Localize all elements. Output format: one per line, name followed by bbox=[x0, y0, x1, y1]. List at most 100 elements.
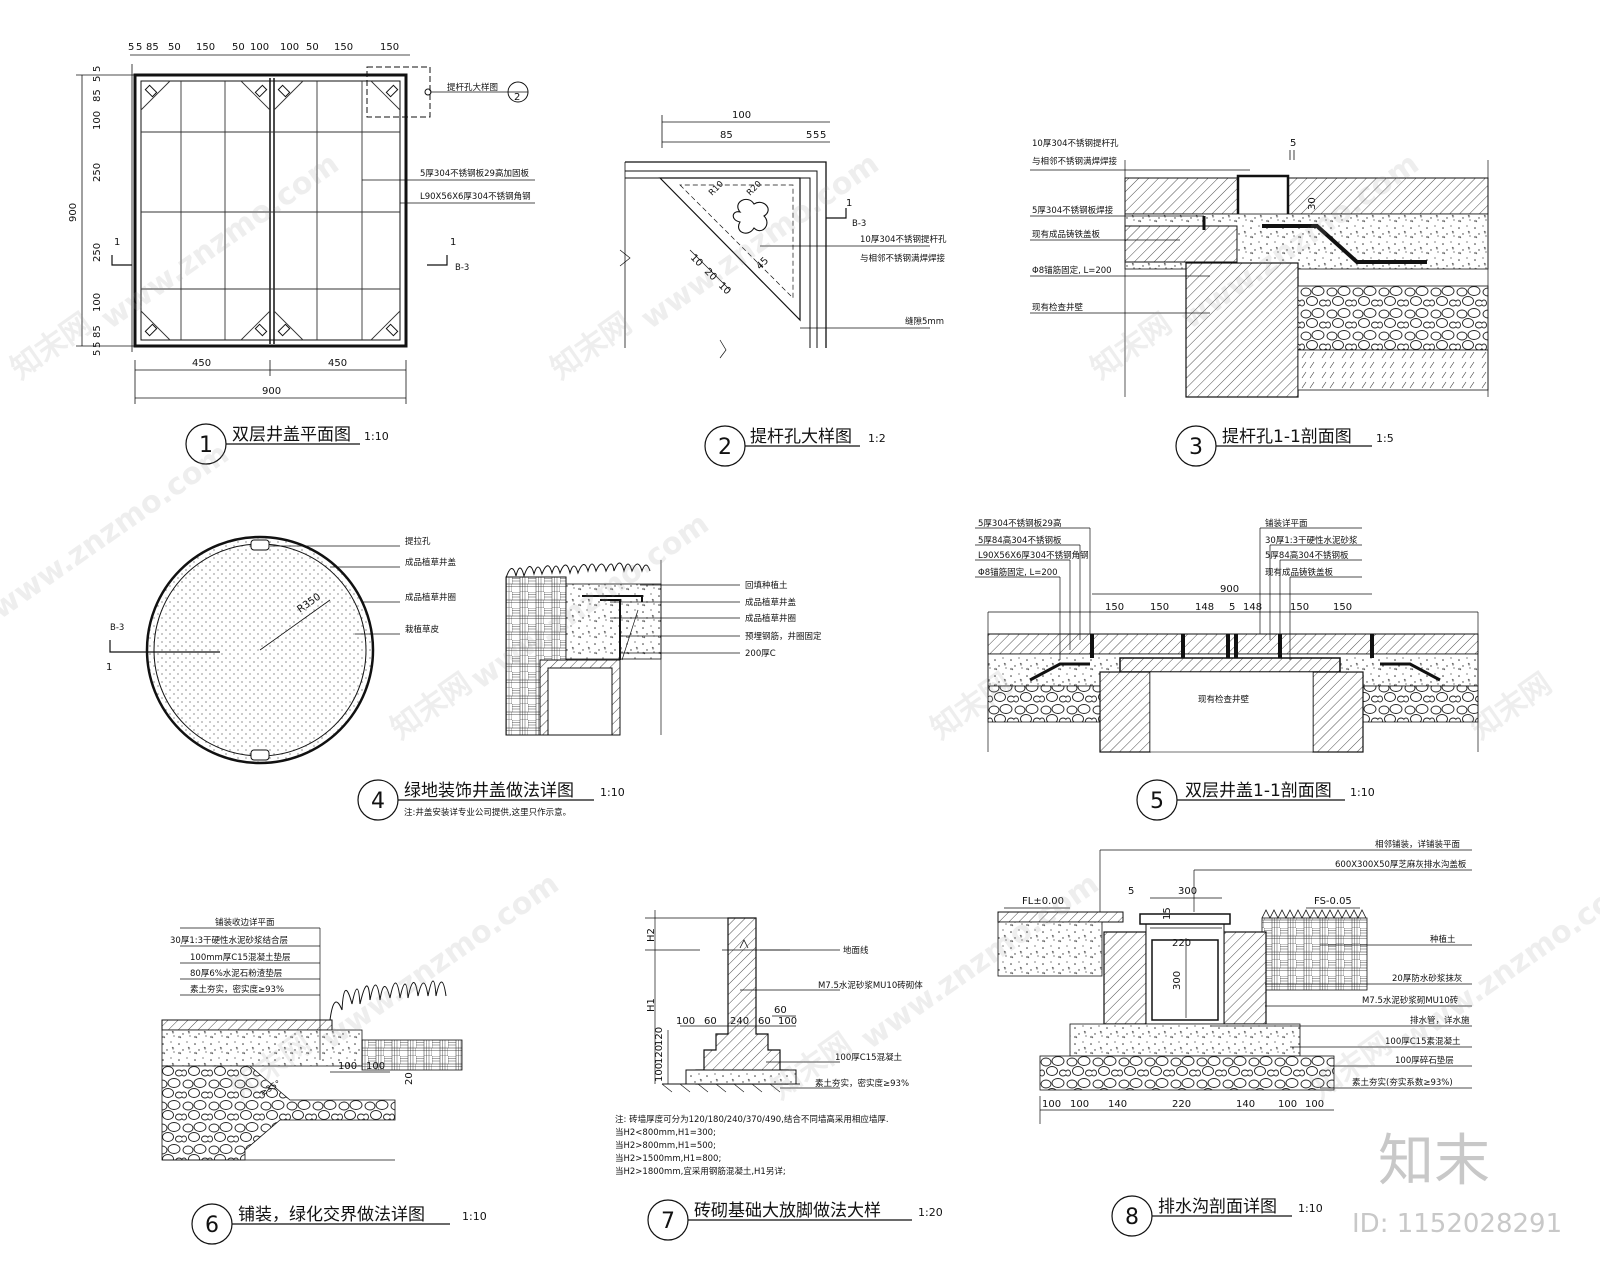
d3-dim5: 5 bbox=[1290, 138, 1296, 149]
d4-sec: 1 bbox=[106, 662, 112, 673]
brand-logo-text: 知末 bbox=[1378, 1129, 1490, 1194]
title-7-num: 7 bbox=[661, 1209, 675, 1234]
d1-sec-left: 1 bbox=[114, 237, 120, 248]
d5-left-label-0: 5厚304不锈钢板29高 bbox=[978, 518, 1061, 529]
d8-fl: FL±0.00 bbox=[1022, 896, 1064, 907]
d7-side-2: 120 bbox=[654, 1027, 665, 1046]
d5-right-label-1: 30厚1:3干硬性水泥砂浆 bbox=[1265, 535, 1358, 546]
d4-right-label-3: 预埋钢筋，井圈固定 bbox=[745, 631, 822, 642]
d7-bottom-3: 60 bbox=[758, 1016, 771, 1027]
d8-d220: 220 bbox=[1172, 938, 1191, 949]
watermark-cn-4: 知末网 bbox=[385, 666, 479, 746]
d5-wall: 现有检查井壁 bbox=[1198, 694, 1250, 705]
d1-label-detail: 提杆孔大样图 bbox=[447, 82, 498, 93]
d1-left-dim-9: 5 bbox=[92, 350, 103, 356]
d3-label-1: 10厚304不锈钢提杆孔 bbox=[1032, 138, 1119, 149]
title-4-scale: 1:10 bbox=[600, 786, 625, 799]
d6-label-3: 80厚6%水泥石粉渣垫层 bbox=[190, 968, 282, 979]
d1-sec-right: 1 bbox=[450, 237, 456, 248]
watermark-cn-3: 知末网 bbox=[1085, 306, 1179, 386]
d4-right-label-1: 成品植草井盖 bbox=[745, 597, 797, 608]
title-5-scale: 1:10 bbox=[1350, 786, 1375, 799]
d4-right-label-4: 200厚C bbox=[745, 649, 776, 659]
d1-left-dim-8: 5 bbox=[92, 342, 103, 348]
brand-id-text: ID: 1152028291 bbox=[1352, 1209, 1562, 1239]
d5-dim-0: 150 bbox=[1105, 602, 1124, 613]
d5-dim-6: 150 bbox=[1333, 602, 1352, 613]
d1-left-dim-6: 100 bbox=[92, 293, 103, 312]
d2-sec: 1 bbox=[846, 198, 852, 209]
d7-bottom-1: 60 bbox=[704, 1016, 717, 1027]
d8-bottom-6: 100 bbox=[1305, 1099, 1324, 1110]
title-2-num: 2 bbox=[718, 435, 732, 460]
d8-bottom-2: 140 bbox=[1108, 1099, 1127, 1110]
d1-label-angle: L90X56X6厚304不锈钢角钢 bbox=[420, 191, 531, 202]
d7-note-3: 当H2>1500mm,H1=800; bbox=[615, 1153, 721, 1164]
d3-label-5: Φ8锚筋固定, L=200 bbox=[1032, 265, 1112, 276]
d1-left-dim-1: 5 bbox=[92, 76, 103, 82]
title-2: 2 提杆孔大样图 1:2 bbox=[704, 425, 886, 467]
title-4-num: 4 bbox=[371, 789, 385, 814]
d2-label-gap: 缝隙5mm bbox=[905, 316, 944, 327]
title-8: 8 排水沟剖面详图 1:10 bbox=[1111, 1195, 1323, 1237]
title-8-num: 8 bbox=[1125, 1205, 1139, 1230]
d1-top-dim-10: 150 bbox=[380, 42, 399, 53]
d1-top-dim-7: 100 bbox=[280, 42, 299, 53]
title-3-num: 3 bbox=[1189, 435, 1203, 460]
d1-bottom-dim-1: 450 bbox=[328, 358, 347, 369]
d6-label-0: 铺装收边详平面 bbox=[215, 917, 275, 928]
d8-top-label-0: 相邻铺装，详铺装平面 bbox=[1375, 839, 1461, 850]
title-7: 7 砖砌基础大放脚做法大样 1:20 bbox=[647, 1199, 943, 1241]
d1-top-dim-1: 5 bbox=[136, 42, 142, 53]
d2-dim-85: 85 bbox=[720, 130, 733, 141]
d5-dim-4: 148 bbox=[1243, 602, 1262, 613]
d8-bottom-4: 140 bbox=[1236, 1099, 1255, 1110]
d8-top-label-1: 600X300X50厚芝麻灰排水沟盖板 bbox=[1335, 859, 1467, 870]
d4-label-0: 提拉孔 bbox=[405, 536, 431, 547]
title-6: 6 铺装，绿化交界做法详图 1:10 bbox=[191, 1203, 487, 1245]
d1-top-dim-2: 85 bbox=[146, 42, 159, 53]
title-6-text: 铺装，绿化交界做法详图 bbox=[238, 1205, 425, 1225]
d8-right-label-4: 100厚C15素混凝土 bbox=[1385, 1036, 1461, 1047]
d8-d300v: 300 bbox=[1172, 971, 1183, 990]
d5-right-label-0: 铺装详平面 bbox=[1265, 518, 1308, 529]
d6-dim-0: 100 bbox=[338, 1061, 357, 1072]
watermark-site-8: www.znzmo.com bbox=[1395, 866, 1600, 1056]
d5-right-label-2: 5厚84高304不锈钢板 bbox=[1265, 550, 1349, 561]
d8-right-label-0: 种植土 bbox=[1430, 934, 1456, 945]
drawing-3-section: 5 30 10厚304不锈钢提杆孔 与相邻不锈钢满焊焊接 5厚304不锈钢板焊接… bbox=[1030, 138, 1489, 398]
drawing-4-green-cover: 提拉孔 成品植草井盖 成品植草井圈 栽植草皮 R350 1 B-3 回填种植土 … bbox=[106, 535, 822, 765]
d1-total-h: 900 bbox=[68, 203, 79, 222]
title-1-scale: 1:10 bbox=[364, 430, 389, 443]
d3-label-6: 现有检查井壁 bbox=[1032, 302, 1084, 313]
d1-top-dim-4: 150 bbox=[196, 42, 215, 53]
d3-label-3: 5厚304不锈钢板焊接 bbox=[1032, 205, 1114, 216]
title-4-note: 注:井盖安装详专业公司提供,这里只作示意。 bbox=[404, 807, 571, 818]
d7-bottom-2: 240 bbox=[730, 1016, 749, 1027]
d4-label-1: 成品植草井盖 bbox=[405, 557, 457, 568]
d1-left-dim-5: 250 bbox=[92, 243, 103, 262]
d2-dim-5a: 5 bbox=[806, 130, 812, 141]
d2-dim-100: 100 bbox=[732, 110, 751, 121]
d1-top-dim-8: 50 bbox=[306, 42, 319, 53]
title-1-num: 1 bbox=[199, 433, 213, 458]
title-3-text: 提杆孔1-1剖面图 bbox=[1222, 427, 1352, 447]
d7-note-1: 当H2<800mm,H1=300; bbox=[615, 1127, 716, 1138]
d8-right-label-1: 20厚防水砂浆抹灰 bbox=[1392, 973, 1462, 984]
d5-right-label-3: 现有成品铸铁盖板 bbox=[1265, 567, 1334, 578]
d4-right-label-0: 回填种植土 bbox=[745, 580, 788, 591]
d7-label-0: 地面线 bbox=[843, 945, 869, 956]
d5-dim-5: 150 bbox=[1290, 602, 1309, 613]
d2-dim-5c: 5 bbox=[820, 130, 826, 141]
watermark-cn-2: 知末网 bbox=[545, 306, 639, 386]
d1-left-dim-7: 85 bbox=[92, 325, 103, 338]
d5-dim-1: 150 bbox=[1150, 602, 1169, 613]
watermark-site-2: www.znzmo.com bbox=[635, 146, 886, 336]
d7-h2: H2 bbox=[646, 928, 657, 942]
title-2-scale: 1:2 bbox=[868, 432, 886, 445]
d1-bottom-dim-0: 450 bbox=[192, 358, 211, 369]
title-2-text: 提杆孔大样图 bbox=[750, 427, 852, 447]
drawing-5-section: 5厚304不锈钢板29高 5厚84高304不锈钢板 L90X56X6厚304不锈… bbox=[975, 518, 1479, 753]
title-5-text: 双层井盖1-1剖面图 bbox=[1185, 781, 1332, 801]
d8-d5: 5 bbox=[1128, 886, 1134, 897]
